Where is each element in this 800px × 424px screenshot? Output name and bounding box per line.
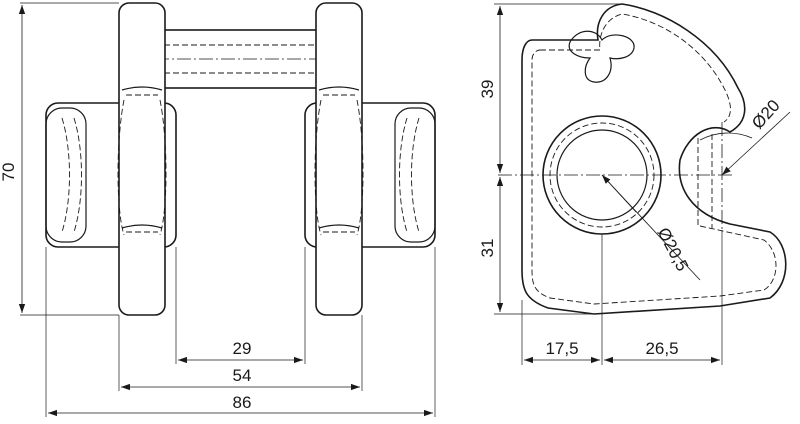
dim-label-lower-height: 31: [478, 239, 497, 258]
dim-label-slot-diameter: Ø20: [748, 96, 784, 133]
dim-label-right-offset: 26,5: [645, 339, 678, 358]
slot-hidden-lines: [697, 122, 723, 230]
right-side-plate: [314, 2, 364, 316]
front-view: 70 29 54 86: [0, 2, 436, 417]
dim-inner-gap: 29: [175, 247, 306, 364]
dim-left-offset: 17,5: [521, 234, 603, 365]
dim-upper-height: 39: [478, 3, 620, 173]
dim-lower-height: 31: [478, 177, 594, 315]
dim-label-outer-plate-width: 54: [233, 366, 252, 385]
side-plate-hidden-outline: [531, 13, 777, 305]
dim-overall-height: 70: [0, 2, 119, 316]
dim-label-left-offset: 17,5: [545, 339, 578, 358]
side-view: 39 31 17,5 26,5 Ø20,5 Ø20: [478, 3, 791, 365]
dim-right-offset: 26,5: [604, 230, 723, 365]
left-side-plate: [117, 2, 167, 316]
dim-label-overall-height: 70: [0, 163, 18, 182]
dim-outer-plate-width: 54: [118, 315, 363, 391]
dim-label-overall-width: 86: [233, 393, 252, 412]
dim-overall-width: 86: [45, 247, 436, 417]
clover-recess: [568, 30, 635, 83]
dim-label-upper-height: 39: [478, 80, 497, 99]
cross-pin: [155, 29, 327, 89]
dim-label-inner-gap: 29: [233, 339, 252, 358]
